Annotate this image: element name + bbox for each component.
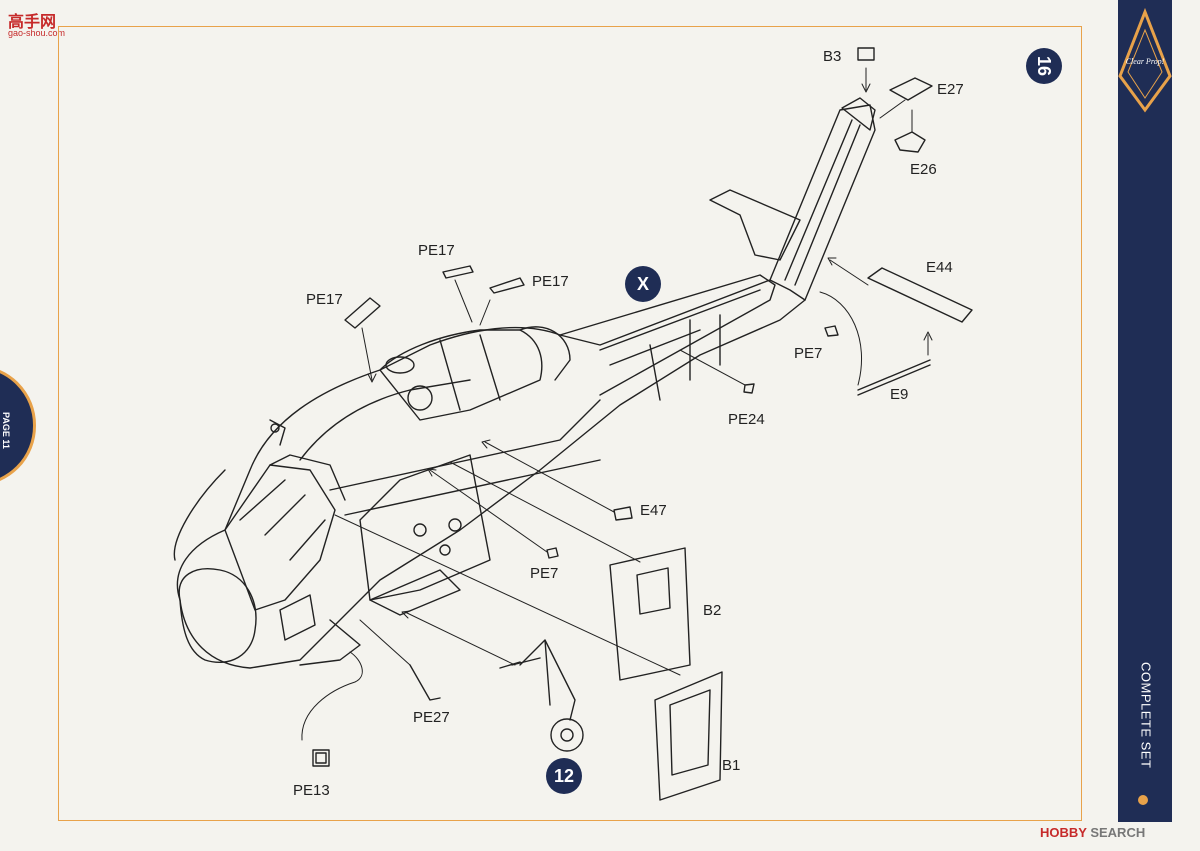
watermark-bottom-brand-b: SEARCH <box>1086 825 1146 840</box>
tail-pylon <box>769 104 876 301</box>
sidebar-dot-icon <box>1138 795 1148 805</box>
label-e26: E26 <box>910 161 937 178</box>
leader-lines <box>301 67 933 741</box>
label-pe27: PE27 <box>413 709 450 726</box>
part-pe7-tail <box>824 325 839 337</box>
part-e9 <box>857 359 931 396</box>
watermark-bottom: HOBBY SEARCH <box>1040 825 1145 840</box>
part-pe13 <box>312 749 330 767</box>
subassembly-x-badge: X <box>625 266 661 302</box>
landing-gear <box>519 639 576 721</box>
brand-logo-icon: Clear Prop! <box>1118 7 1172 113</box>
part-b2-door <box>609 547 691 681</box>
part-e44 <box>867 267 973 323</box>
horizontal-stabilizer <box>709 189 801 261</box>
label-b2: B2 <box>703 602 722 619</box>
label-b1: B1 <box>722 757 741 774</box>
brand-logo-text: Clear Prop! <box>1126 57 1165 66</box>
label-e27: E27 <box>937 81 964 98</box>
reference-step-badge: 12 <box>546 758 582 794</box>
part-b1-door <box>654 671 723 801</box>
label-pe17-right: PE17 <box>532 273 569 290</box>
sidebar-label: COMPLETE SET <box>1138 661 1154 769</box>
tail-boom <box>559 274 776 396</box>
page-tab-label: PAGE 11 <box>1 411 11 449</box>
part-e26 <box>894 131 926 153</box>
nose <box>178 568 257 664</box>
canopy <box>224 464 336 611</box>
label-e44: E44 <box>926 259 953 276</box>
label-b3: B3 <box>823 48 842 65</box>
instruction-frame <box>58 26 1082 821</box>
part-pe27 <box>409 664 441 701</box>
watermark-bottom-brand-a: HOBBY <box>1040 825 1087 840</box>
part-pe17-right <box>489 277 525 294</box>
label-pe7-tail: PE7 <box>794 345 823 362</box>
label-pe13: PE13 <box>293 782 330 799</box>
watermark-top-logo: 高手网 <box>8 14 57 31</box>
part-b3 <box>857 47 875 61</box>
part-pe7-door <box>546 547 559 559</box>
label-pe17-top: PE17 <box>418 242 455 259</box>
part-pe24 <box>743 383 755 394</box>
label-pe17-left: PE17 <box>306 291 343 308</box>
label-pe7-door: PE7 <box>530 565 559 582</box>
fuselage-outline <box>176 279 806 669</box>
watermark-top-url: gao-shou.com <box>8 28 66 38</box>
part-pe17-left <box>344 297 381 329</box>
part-pe17-top <box>442 265 474 279</box>
engine-housing <box>379 329 543 421</box>
step-number-badge: 16 <box>1026 48 1062 84</box>
part-e47 <box>613 506 633 521</box>
label-pe24: PE24 <box>728 411 765 428</box>
sidebar-band <box>1118 0 1172 822</box>
part-e27 <box>889 77 933 101</box>
label-e9: E9 <box>890 386 909 403</box>
label-e47: E47 <box>640 502 667 519</box>
